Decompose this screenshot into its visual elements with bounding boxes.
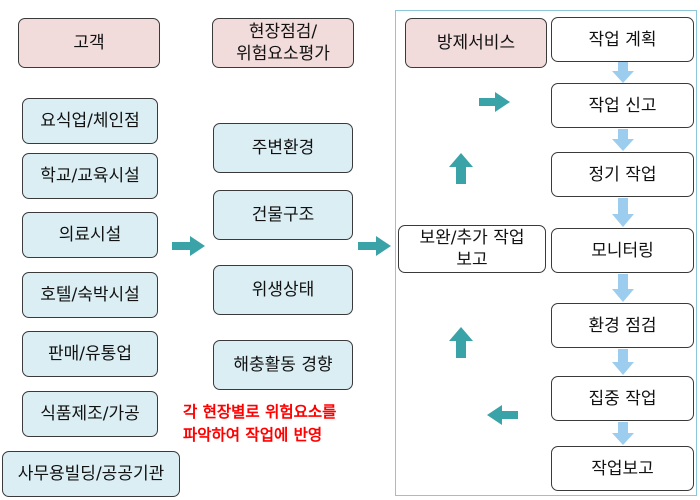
arrow-right-icon: [358, 236, 391, 256]
customer-item: 사무용빌딩/공공기관: [2, 451, 180, 497]
service-step: 작업보고: [551, 446, 694, 491]
service-step: 정기 작업: [551, 152, 694, 197]
arrow-up-icon: [449, 327, 473, 358]
inspection-item: 위생상태: [213, 265, 353, 315]
customer-item: 학교/교육시설: [22, 153, 158, 199]
inspection-item: 주변환경: [213, 123, 353, 173]
arrow-down-icon: [612, 129, 634, 151]
arrow-down-icon: [612, 349, 634, 375]
arrow-down-icon: [612, 422, 634, 445]
service-step: 모니터링: [551, 228, 694, 273]
customer-item: 판매/유통업: [22, 331, 158, 377]
service-step: 작업 신고: [551, 83, 694, 128]
service-step: 집중 작업: [551, 376, 694, 421]
inspection-item: 건물구조: [213, 190, 353, 240]
arrow-left-icon: [487, 405, 518, 425]
risk-note: 각 현장별로 위험요소를 파악하여 작업에 반영: [183, 403, 337, 444]
customer-item: 요식업/체인점: [22, 98, 158, 144]
customer-item: 호텔/숙박시설: [22, 272, 158, 318]
arrow-down-icon: [612, 274, 634, 302]
customer-header: 고객: [18, 18, 160, 68]
arrow-down-icon: [612, 62, 634, 83]
customer-item: 식품제조/가공: [22, 391, 158, 437]
arrow-right-icon: [172, 236, 205, 256]
arrow-right-icon: [479, 92, 510, 112]
arrow-up-icon: [449, 153, 473, 184]
service-step: 작업 계획: [551, 17, 694, 62]
service-step: 환경 점검: [551, 303, 694, 348]
feedback-box: 보완/추가 작업 보고: [398, 225, 546, 273]
customer-item: 의료시설: [22, 212, 158, 258]
arrow-down-icon: [612, 198, 634, 227]
inspection-item: 해충활동 경향: [213, 340, 353, 390]
service-header: 방제서비스: [405, 18, 547, 68]
inspection-header: 현장점검/ 위험요소평가: [212, 18, 354, 68]
